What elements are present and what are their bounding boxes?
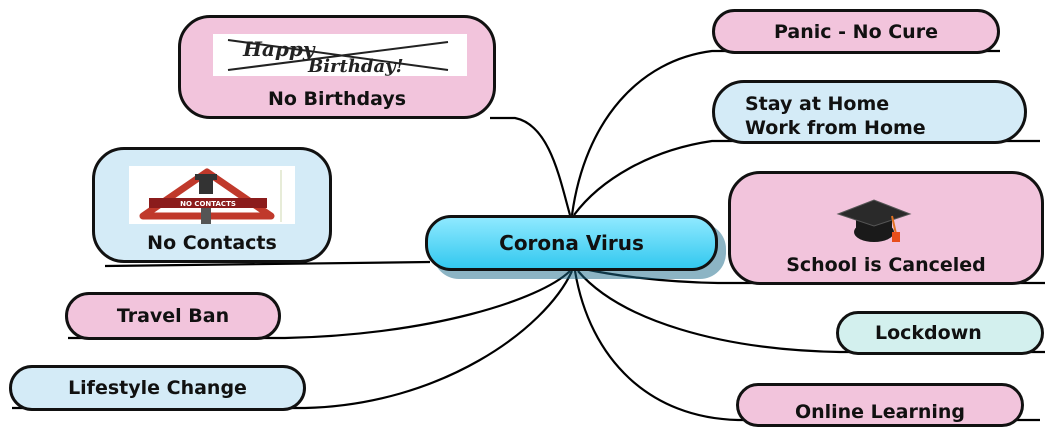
link-lockdown xyxy=(577,270,1045,354)
no-birthdays-label: No Birthdays xyxy=(267,88,407,110)
link-online xyxy=(573,270,1040,422)
stay-home-line1: Stay at Home xyxy=(745,93,890,115)
lifestyle-change-label: Lifestyle Change xyxy=(68,377,247,399)
link-lifestyle xyxy=(12,270,573,410)
node-no-birthdays[interactable]: Happy Birthday! No Birthdays xyxy=(178,15,496,119)
online-learning-label: Online Learning xyxy=(794,401,966,423)
node-lifestyle-change[interactable]: Lifestyle Change xyxy=(9,365,306,411)
node-no-contacts[interactable]: NO CONTACTS No Contacts xyxy=(92,147,332,263)
lockdown-label: Lockdown xyxy=(875,322,982,344)
node-school-canceled[interactable]: School is Canceled xyxy=(728,171,1044,285)
no-contacts-label: No Contacts xyxy=(147,232,277,254)
link-stay-home xyxy=(573,139,1040,216)
link-panic xyxy=(570,49,1000,216)
node-panic-no-cure[interactable]: Panic - No Cure xyxy=(712,9,1000,54)
link-no-birthdays xyxy=(490,116,572,216)
no-contacts-sign-image: NO CONTACTS xyxy=(129,166,295,224)
link-travel-ban xyxy=(68,270,571,340)
node-lockdown[interactable]: Lockdown xyxy=(836,311,1044,355)
node-travel-ban[interactable]: Travel Ban xyxy=(65,292,281,340)
node-stay-at-home[interactable]: Stay at Home Work from Home xyxy=(712,80,1027,144)
center-node-corona-virus[interactable]: Corona Virus xyxy=(425,215,718,271)
graduation-cap-icon xyxy=(834,194,914,246)
center-label: Corona Virus xyxy=(499,231,644,255)
link-no-contacts xyxy=(104,260,431,268)
school-canceled-label: School is Canceled xyxy=(786,254,986,276)
node-online-learning[interactable]: Online Learning xyxy=(736,383,1024,427)
image-text-happy: Happy xyxy=(242,37,316,61)
sign-text: NO CONTACTS xyxy=(180,200,236,208)
stay-home-line2: Work from Home xyxy=(745,117,926,139)
panic-label: Panic - No Cure xyxy=(774,20,938,43)
happy-birthday-crossed-image: Happy Birthday! xyxy=(213,34,467,77)
travel-ban-label: Travel Ban xyxy=(116,305,230,327)
